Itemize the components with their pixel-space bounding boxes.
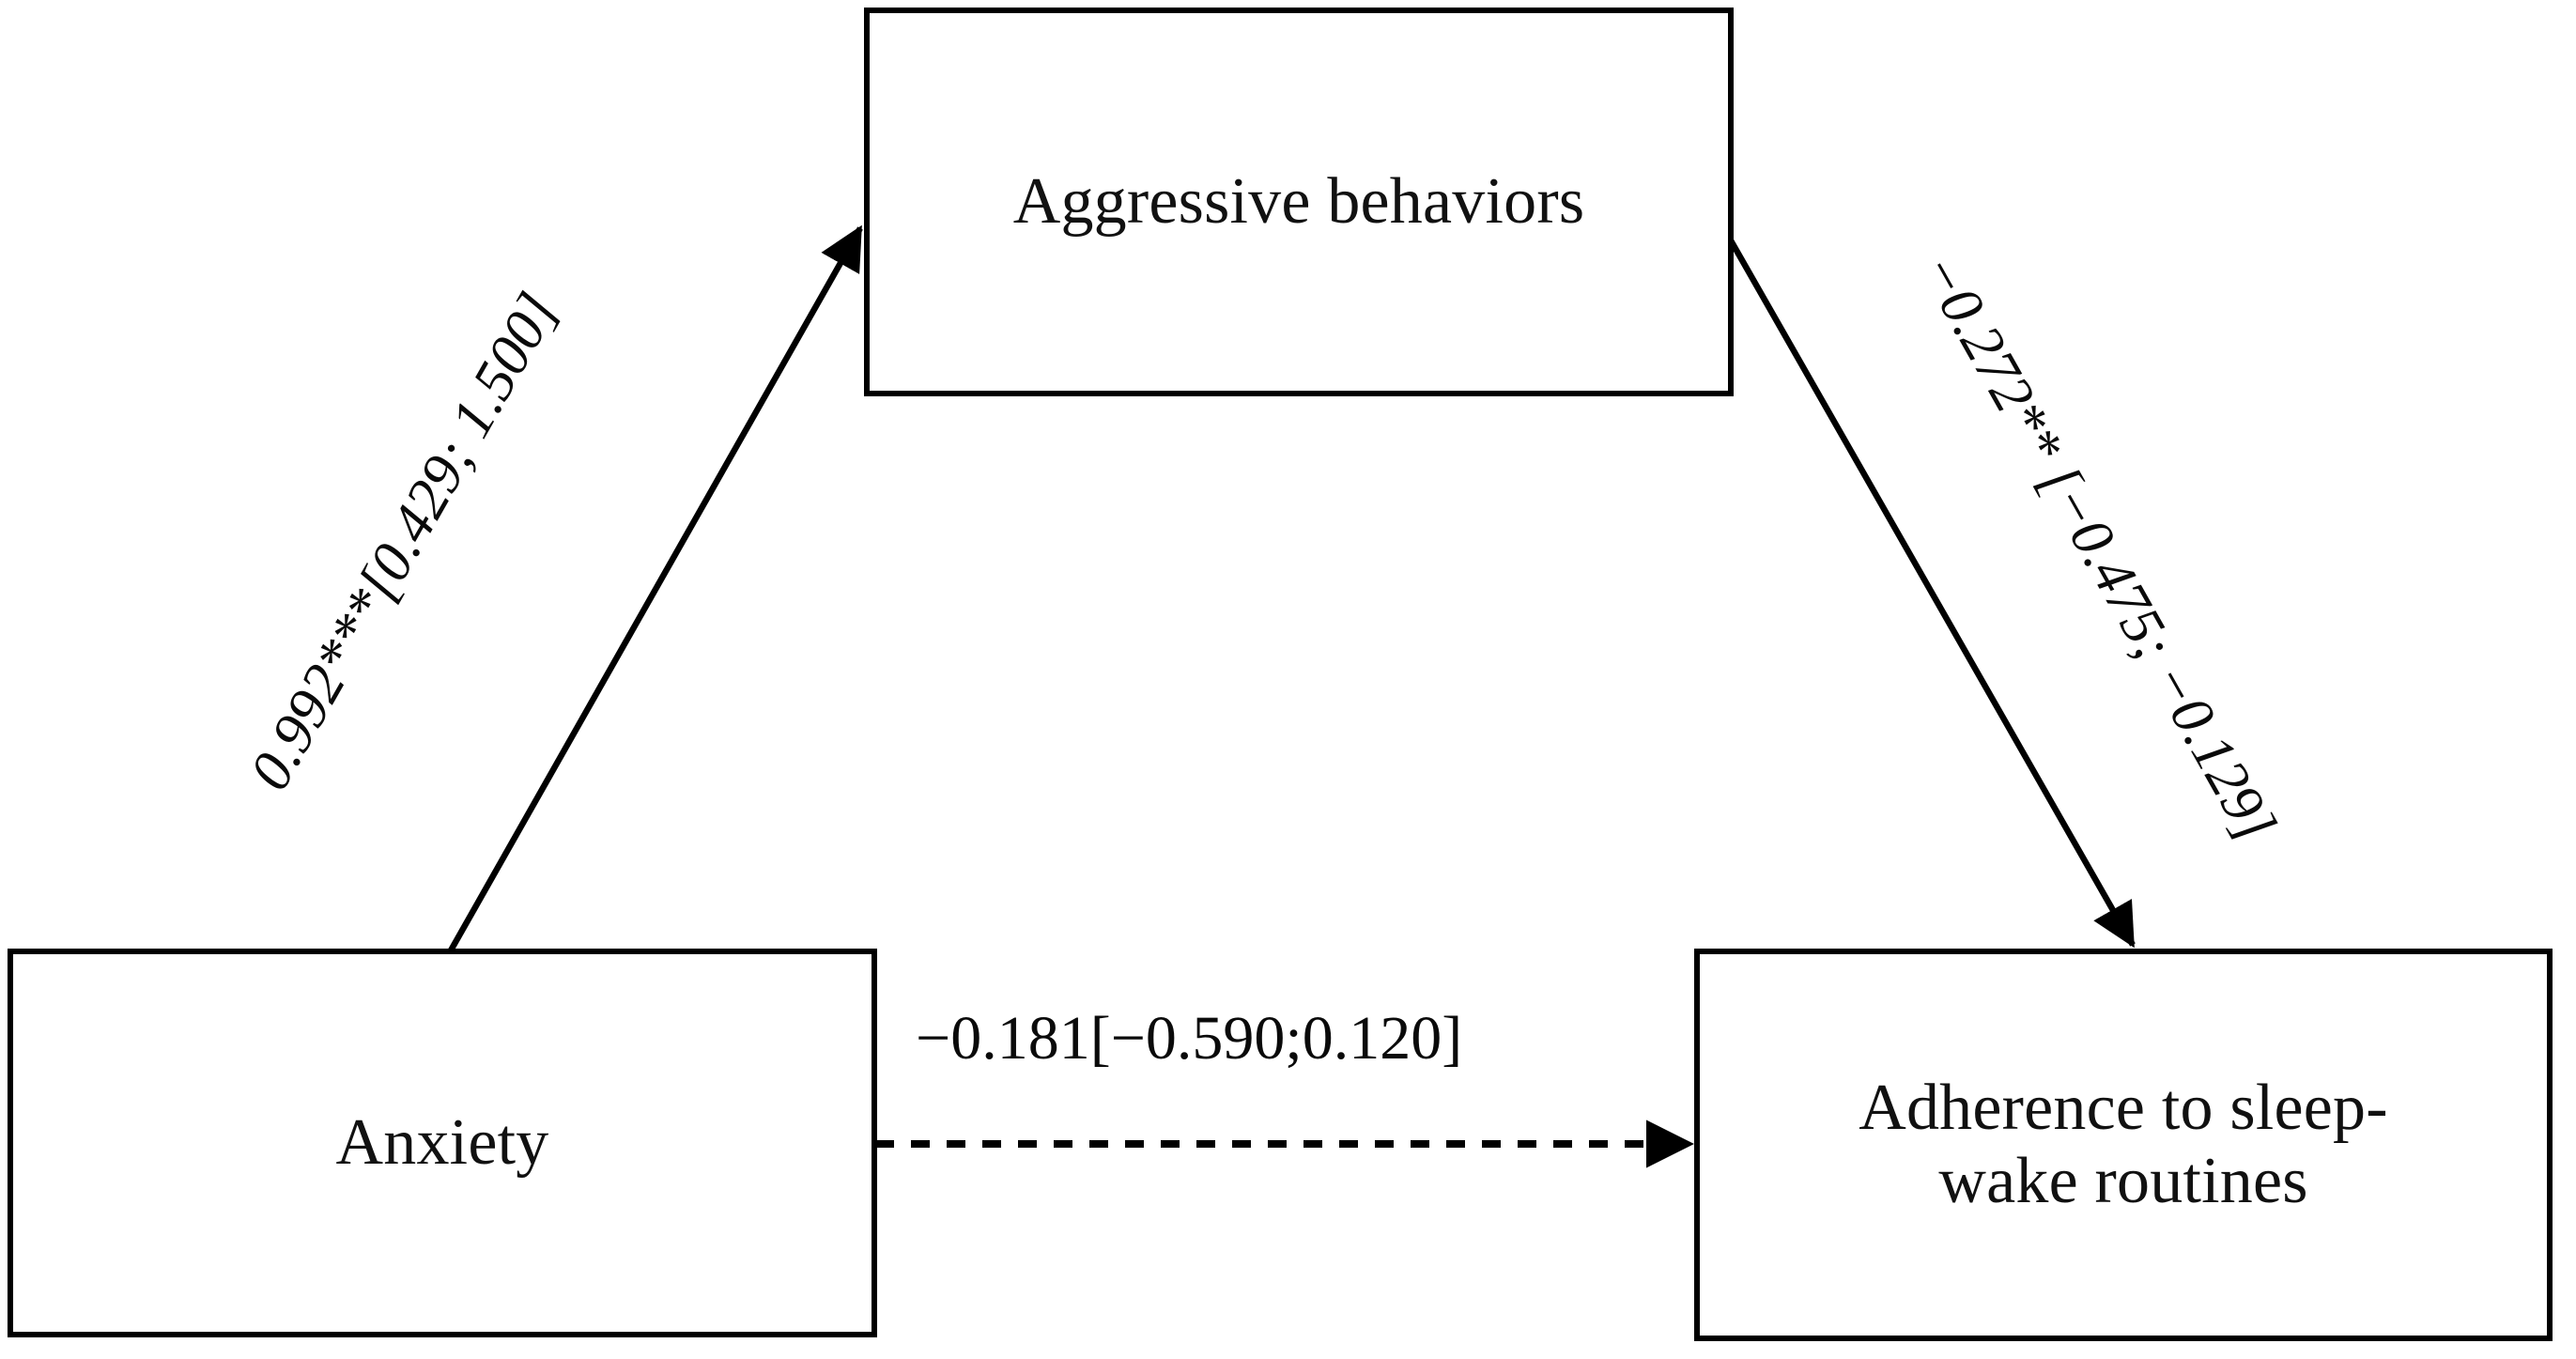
edge-line-a-path [448,224,863,952]
node-label-adherence-sleep-wake-routines: Adherence to sleep- wake routines [1859,1071,2388,1217]
edge-label-c-path: −0.181[−0.590;0.120] [916,1004,1463,1073]
node-box-aggressive-behaviors[interactable]: Aggressive behaviors [864,8,1734,396]
node-label-aggressive-behaviors: Aggressive behaviors [1012,164,1585,238]
node-box-anxiety[interactable]: Anxiety [8,949,877,1337]
node-box-adherence-sleep-wake-routines[interactable]: Adherence to sleep- wake routines [1694,949,2553,1341]
node-label-anxiety: Anxiety [335,1105,549,1179]
edge-line-b-path [1713,212,2136,949]
